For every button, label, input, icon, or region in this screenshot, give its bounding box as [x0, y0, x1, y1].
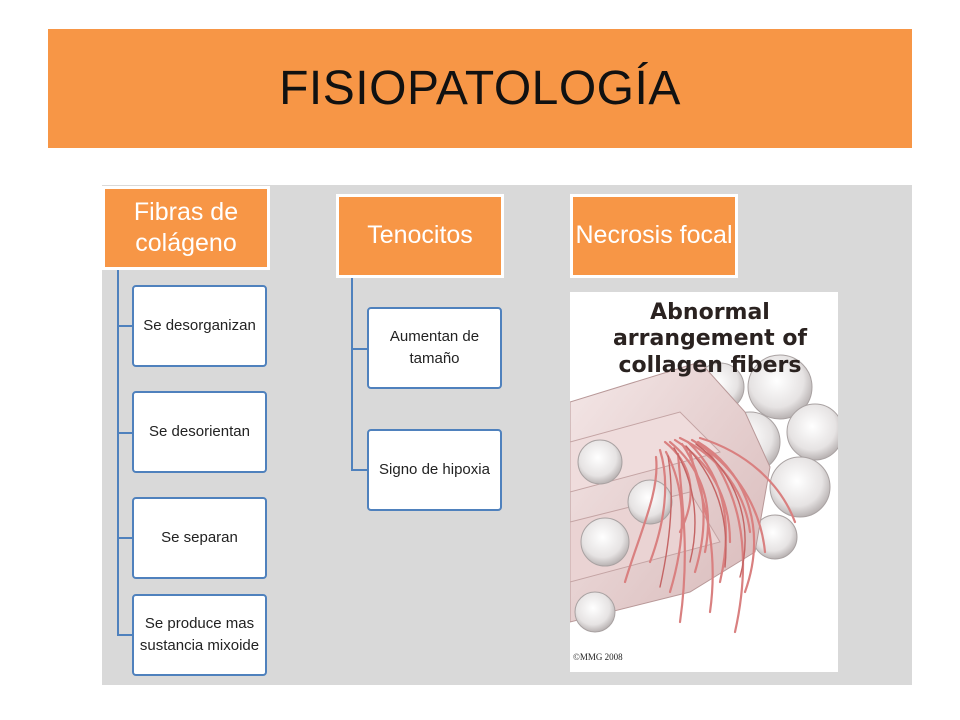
collagen-fibers-illustration: Abnormal arrangement of collagen fibers … [570, 292, 838, 672]
heading-necrosis-focal: Necrosis focal [570, 194, 738, 278]
item-se-produce-mas-sustancia-mixoide: Se produce mas sustancia mixoide [132, 594, 267, 676]
connector-branch [351, 348, 368, 350]
connector-branch [117, 537, 133, 539]
item-se-separan: Se separan [132, 497, 267, 579]
connector-vertical [351, 278, 353, 470]
collagen-fibers-artwork [570, 292, 838, 672]
connector-branch [117, 634, 133, 636]
item-se-desorganizan: Se desorganizan [132, 285, 267, 367]
item-se-desorientan: Se desorientan [132, 391, 267, 473]
connector-branch [117, 432, 133, 434]
title-band: FISIOPATOLOGÍA [48, 29, 912, 148]
heading-tenocitos: Tenocitos [336, 194, 504, 278]
connector-branch [351, 469, 368, 471]
slide-title: FISIOPATOLOGÍA [279, 62, 681, 115]
image-caption: Abnormal arrangement of collagen fibers [612, 300, 808, 378]
item-signo-de-hipoxia: Signo de hipoxia [367, 429, 502, 511]
item-aumentan-de-tamano: Aumentan de tamaño [367, 307, 502, 389]
connector-vertical [117, 270, 119, 636]
heading-fibras-de-colageno: Fibras de colágeno [102, 186, 270, 270]
connector-branch [117, 325, 133, 327]
image-copyright: ©MMG 2008 [573, 652, 623, 662]
